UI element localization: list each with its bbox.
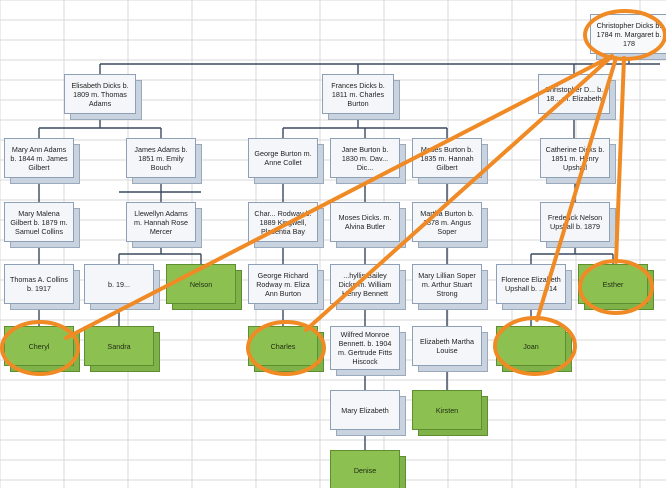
node-label: Moses Dicks. m. Alvina Butler [330,202,400,242]
node-catherine-dicks[interactable]: Catherine Dicks b. 1851 m. Henry Upshall [540,138,616,184]
node-charles-rodway[interactable]: Char... Rodway b. 1889 Kingwell, Placent… [248,202,324,248]
node-label: Frances Dicks b. 1811 m. Charles Burton [322,74,394,114]
node-mary-ann-adams[interactable]: Mary Ann Adams b. 1844 m. James Gilbert [4,138,80,184]
node-frederick-upshall[interactable]: Frederick Nelson Upshall b. 1879 [540,202,616,248]
node-label: Cheryl [4,326,74,366]
node-mary-lillian-soper[interactable]: Mary Lillian Soper m. Arthur Stuart Stro… [412,264,488,310]
node-label: Catherine Dicks b. 1851 m. Henry Upshall [540,138,610,178]
node-george-richard-rodway[interactable]: George Richard Rodway m. Eliza Ann Burto… [248,264,324,310]
node-esther[interactable]: Esther [578,264,654,310]
node-label: George Richard Rodway m. Eliza Ann Burto… [248,264,318,304]
node-label: Sandra [84,326,154,366]
node-label: Florence Elizabeth Upshall b. ...914 [496,264,566,304]
node-label: Nelson [166,264,236,304]
node-label: Jane Burton b. 1830 m. Dav... Dic... [330,138,400,178]
node-martha-burton[interactable]: Martha Burton b. 1878 m. Angus Soper [412,202,488,248]
node-label: Joan [496,326,566,366]
node-label: ...hyllis Bailey Dicks m. William Henry … [330,264,400,304]
node-phyllis-bailey-dicks[interactable]: ...hyllis Bailey Dicks m. William Henry … [330,264,406,310]
node-label: Frederick Nelson Upshall b. 1879 [540,202,610,242]
node-label: Mary Lillian Soper m. Arthur Stuart Stro… [412,264,482,304]
node-b19[interactable]: b. 19... [84,264,160,310]
node-label: b. 19... [84,264,154,304]
node-charles[interactable]: Charles [248,326,324,372]
node-elisabeth-dicks[interactable]: Elisabeth Dicks b. 1809 m. Thomas Adams [64,74,142,120]
node-label: Moses Burton b. 1835 m. Hannah Gilbert [412,138,482,178]
node-label: Llewellyn Adams m. Hannah Rose Mercer [126,202,196,242]
node-frances-dicks[interactable]: Frances Dicks b. 1811 m. Charles Burton [322,74,400,120]
node-label: Wilfred Monroe Bennett. b. 1904 m. Gertr… [330,326,400,370]
node-wilfred-bennett[interactable]: Wilfred Monroe Bennett. b. 1904 m. Gertr… [330,326,406,376]
node-label: Mary Malena Gilbert b. 1879 m. Samuel Co… [4,202,74,242]
node-christopher-dicks-jr[interactable]: Christopher D... b. 18... m. Elizabeth [538,74,616,120]
node-label: Esther [578,264,648,304]
node-cheryl[interactable]: Cheryl [4,326,80,372]
node-label: George Burton m. Anne Collet [248,138,318,178]
node-mary-malena-gilbert[interactable]: Mary Malena Gilbert b. 1879 m. Samuel Co… [4,202,80,248]
node-joan[interactable]: Joan [496,326,572,372]
node-label: Christopher D... b. 18... m. Elizabeth [538,74,610,114]
node-denise[interactable]: Denise [330,450,406,488]
node-moses-dicks[interactable]: Moses Dicks. m. Alvina Butler [330,202,406,248]
node-label: Char... Rodway b. 1889 Kingwell, Placent… [248,202,318,242]
node-label: Martha Burton b. 1878 m. Angus Soper [412,202,482,242]
node-label: Elisabeth Dicks b. 1809 m. Thomas Adams [64,74,136,114]
node-james-adams[interactable]: James Adams b. 1851 m. Emily Bouch [126,138,202,184]
node-nelson[interactable]: Nelson [166,264,242,310]
node-mary-elizabeth[interactable]: Mary Elizabeth [330,390,406,436]
node-elizabeth-martha-louise[interactable]: Elizabeth Martha Louise [412,326,488,372]
node-george-burton[interactable]: George Burton m. Anne Collet [248,138,324,184]
node-christopher-dicks[interactable]: Christopher Dicks b. 1784 m. Margaret b.… [590,14,666,60]
node-jane-burton[interactable]: Jane Burton b. 1830 m. Dav... Dic... [330,138,406,184]
node-kirsten[interactable]: Kirsten [412,390,488,436]
node-label: Thomas A. Collins b. 1917 [4,264,74,304]
node-label: Charles [248,326,318,366]
node-label: Kirsten [412,390,482,430]
node-moses-burton[interactable]: Moses Burton b. 1835 m. Hannah Gilbert [412,138,488,184]
node-label: Christopher Dicks b. 1784 m. Margaret b.… [590,14,666,54]
node-florence-upshall[interactable]: Florence Elizabeth Upshall b. ...914 [496,264,572,310]
node-sandra[interactable]: Sandra [84,326,160,372]
node-label: James Adams b. 1851 m. Emily Bouch [126,138,196,178]
node-label: Mary Ann Adams b. 1844 m. James Gilbert [4,138,74,178]
node-label: Elizabeth Martha Louise [412,326,482,366]
node-thomas-collins[interactable]: Thomas A. Collins b. 1917 [4,264,80,310]
node-label: Denise [330,450,400,488]
node-llewellyn-adams[interactable]: Llewellyn Adams m. Hannah Rose Mercer [126,202,202,248]
node-label: Mary Elizabeth [330,390,400,430]
